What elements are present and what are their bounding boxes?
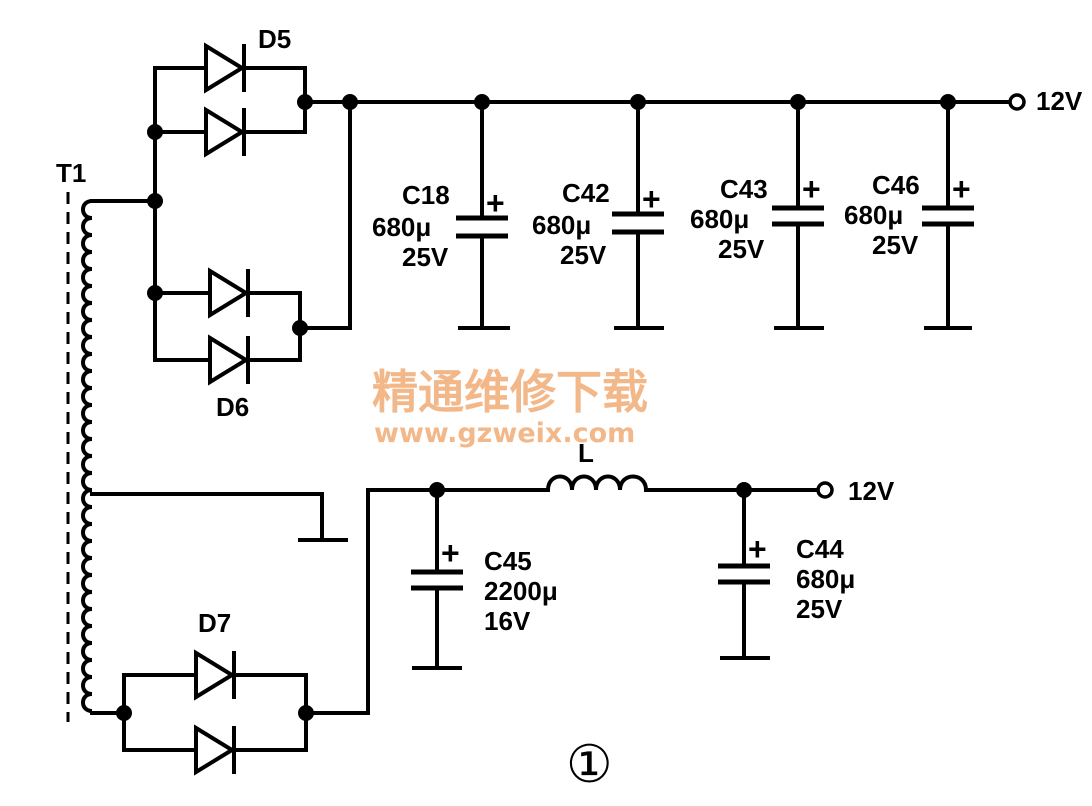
c46-name: C46 [872,170,920,200]
terminal-top [1008,93,1026,111]
c45-name: C45 [484,546,532,576]
junction [474,94,490,110]
junction [147,193,163,209]
c18-plus: + [486,185,505,221]
diode-d5-upper [204,42,246,94]
junction [940,94,956,110]
c46-voltage: 25V [872,230,919,260]
c44-value: 680μ [796,564,855,594]
label-output-top: 12V [1036,86,1083,116]
wires [90,66,1012,752]
c46-plus: + [952,171,971,207]
label-d6: D6 [216,392,249,422]
c18-name: C18 [402,180,450,210]
c45-voltage: 16V [484,606,531,636]
c18-voltage: 25V [402,242,449,272]
diodes [194,42,250,776]
label-output-bottom: 12V [848,476,895,506]
c42-voltage: 25V [560,240,607,270]
output-terminals [816,93,1026,499]
junction [429,482,445,498]
c42-value: 680μ [532,210,591,240]
diode-d7-lower [194,724,236,776]
label-inductor: L [578,438,594,468]
labels: D5 D6 D7 L 12V 12V C18 680μ 25V C42 680μ… [198,24,1083,794]
junction [292,320,308,336]
diode-d5-lower [204,106,246,158]
c45-value: 2200μ [484,576,558,606]
watermark: 精通维修下载 www.gzweix.com [372,365,648,449]
c43-name: C43 [720,174,768,204]
junction [116,705,132,721]
junction [298,705,314,721]
polarity-marks: + + + + + + [441,171,971,571]
transformer-t1 [66,192,93,722]
wire-d6-out [298,100,352,330]
junction [790,94,806,110]
transformer-winding [81,199,93,713]
terminal-bottom [816,481,834,499]
figure-number: ① [566,736,613,794]
diode-d7-upper [194,649,236,701]
c44-name: C44 [796,534,844,564]
label-d7: D7 [198,608,231,638]
c44-voltage: 25V [796,594,843,624]
diode-d6-lower [208,334,250,386]
c43-voltage: 25V [718,234,765,264]
c18-value: 680μ [372,212,431,242]
c42-name: C42 [562,178,610,208]
c42-plus: + [642,181,661,217]
junction-dots [116,94,956,721]
junction [736,482,752,498]
c44-plus: + [748,531,767,567]
junction [342,94,358,110]
junction [147,285,163,301]
inductor-l [546,474,648,491]
wire-bottom-out [304,488,550,715]
label-d5: D5 [258,24,291,54]
diode-d6-upper [208,267,250,319]
watermark-url: www.gzweix.com [374,418,635,449]
c43-value: 680μ [690,204,749,234]
watermark-title: 精通维修下载 [372,365,648,419]
c43-plus: + [802,171,821,207]
junction [297,94,313,110]
wire-center-tap [90,492,324,542]
transformer-label: T1 [56,158,86,188]
c45-plus: + [441,535,460,571]
c46-value: 680μ [844,200,903,230]
junction [630,94,646,110]
junction [147,124,163,140]
capacitor-plates [411,205,974,591]
